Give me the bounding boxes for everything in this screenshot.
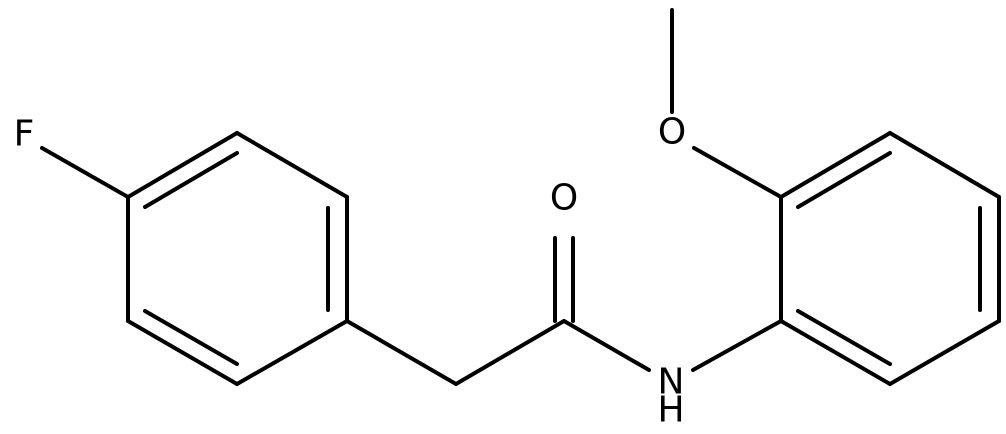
bond-ring2-c [888,131,1001,199]
bond-ring1-b [235,131,349,199]
amide-hydrogen-label: H [657,390,684,431]
bond-ring2-e [888,319,1001,386]
bond-ring2-o [692,146,783,199]
bond-ring2-b [779,131,892,199]
bond-ring1-e-inner [143,309,239,366]
bond-ring1-e [126,319,239,386]
bond-n-ring2 [691,319,783,372]
bond-ring-ch2 [345,319,458,386]
bond-c-f [40,146,130,199]
bond-ring1-a [126,131,239,199]
fluorine-label: F [14,114,35,155]
bond-carbonyl-n [562,319,651,372]
bond-ring2-b-inner [796,151,892,209]
carbonyl-oxygen-label: O [550,178,578,219]
bond-ring2-f-inner [796,309,892,366]
bond-ring2-f [779,319,892,386]
fluorophenyl-ring [126,131,349,386]
methoxy-oxygen-label: O [658,112,686,153]
bond-ring1-a-inner [143,151,239,209]
methoxyphenyl-ring [779,131,1001,386]
bond-ch2-carbonyl [454,319,566,386]
bond-ring1-d [235,319,349,386]
amide-nitrogen-label: N [658,362,685,403]
